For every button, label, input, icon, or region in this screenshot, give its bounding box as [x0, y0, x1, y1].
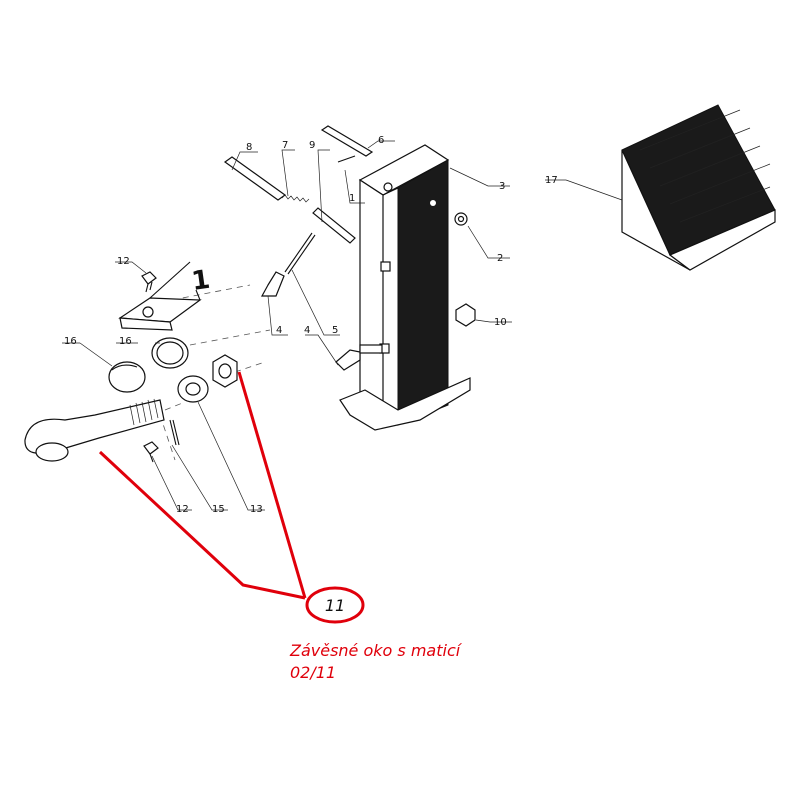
- part-labels: 6 1 3 2 10 8 7 9 4 4 5 17 12 16 16 12 15…: [64, 135, 558, 515]
- eye-bolt: [24, 398, 165, 462]
- label-4-left: 4: [276, 325, 282, 336]
- cap-16-right: [151, 337, 189, 369]
- upright-post: [339, 144, 471, 431]
- leader-lines: [62, 140, 623, 511]
- split-pin-15: [169, 419, 180, 446]
- label-16-right: 16: [119, 336, 132, 347]
- spring-7: [281, 194, 310, 203]
- caption-code: 02/11: [290, 663, 337, 682]
- callout-circle: [305, 586, 365, 624]
- label-2: 2: [497, 253, 503, 264]
- washer-13: [177, 375, 209, 403]
- clip-1: [337, 155, 356, 163]
- pin-9: [312, 207, 356, 244]
- wheel-chock: [621, 104, 776, 271]
- spring-5-rod: [284, 232, 316, 275]
- screw-12-lower: [143, 441, 159, 463]
- label-16-left: 16: [64, 336, 77, 347]
- label-8: 8: [246, 142, 252, 153]
- cap-4-upper: [260, 271, 285, 297]
- nut-10: [455, 303, 476, 327]
- pin-6: [320, 125, 374, 157]
- cap-16-left: [108, 361, 146, 393]
- label-4-right: 4: [304, 325, 310, 336]
- label-9: 9: [309, 140, 315, 151]
- label-12-upper: 12: [117, 256, 130, 267]
- label-3: 3: [499, 181, 505, 192]
- label-10: 10: [494, 317, 507, 328]
- caption-title: Závěsné oko s maticí: [290, 641, 461, 660]
- callout-number: 11: [325, 596, 345, 615]
- label-13: 13: [250, 504, 263, 515]
- bracket-block: [118, 261, 202, 331]
- label-5: 5: [332, 325, 338, 336]
- label-7: 7: [282, 140, 288, 151]
- guide-lines: [159, 284, 271, 461]
- label-17: 17: [545, 175, 558, 186]
- label-15: 15: [212, 504, 225, 515]
- group-label-1: 1: [190, 265, 212, 297]
- label-1: 1: [349, 193, 355, 204]
- cap-4-lower: [335, 344, 383, 371]
- washer-2: [454, 212, 468, 226]
- callout-highlight: 11: [98, 371, 365, 624]
- screw-12-upper: [141, 271, 157, 293]
- nut-11: [212, 354, 238, 388]
- label-12-lower: 12: [176, 504, 189, 515]
- part-caption: Závěsné oko s maticí 02/11: [290, 640, 460, 684]
- label-6: 6: [378, 135, 384, 146]
- bolt-8: [223, 156, 287, 201]
